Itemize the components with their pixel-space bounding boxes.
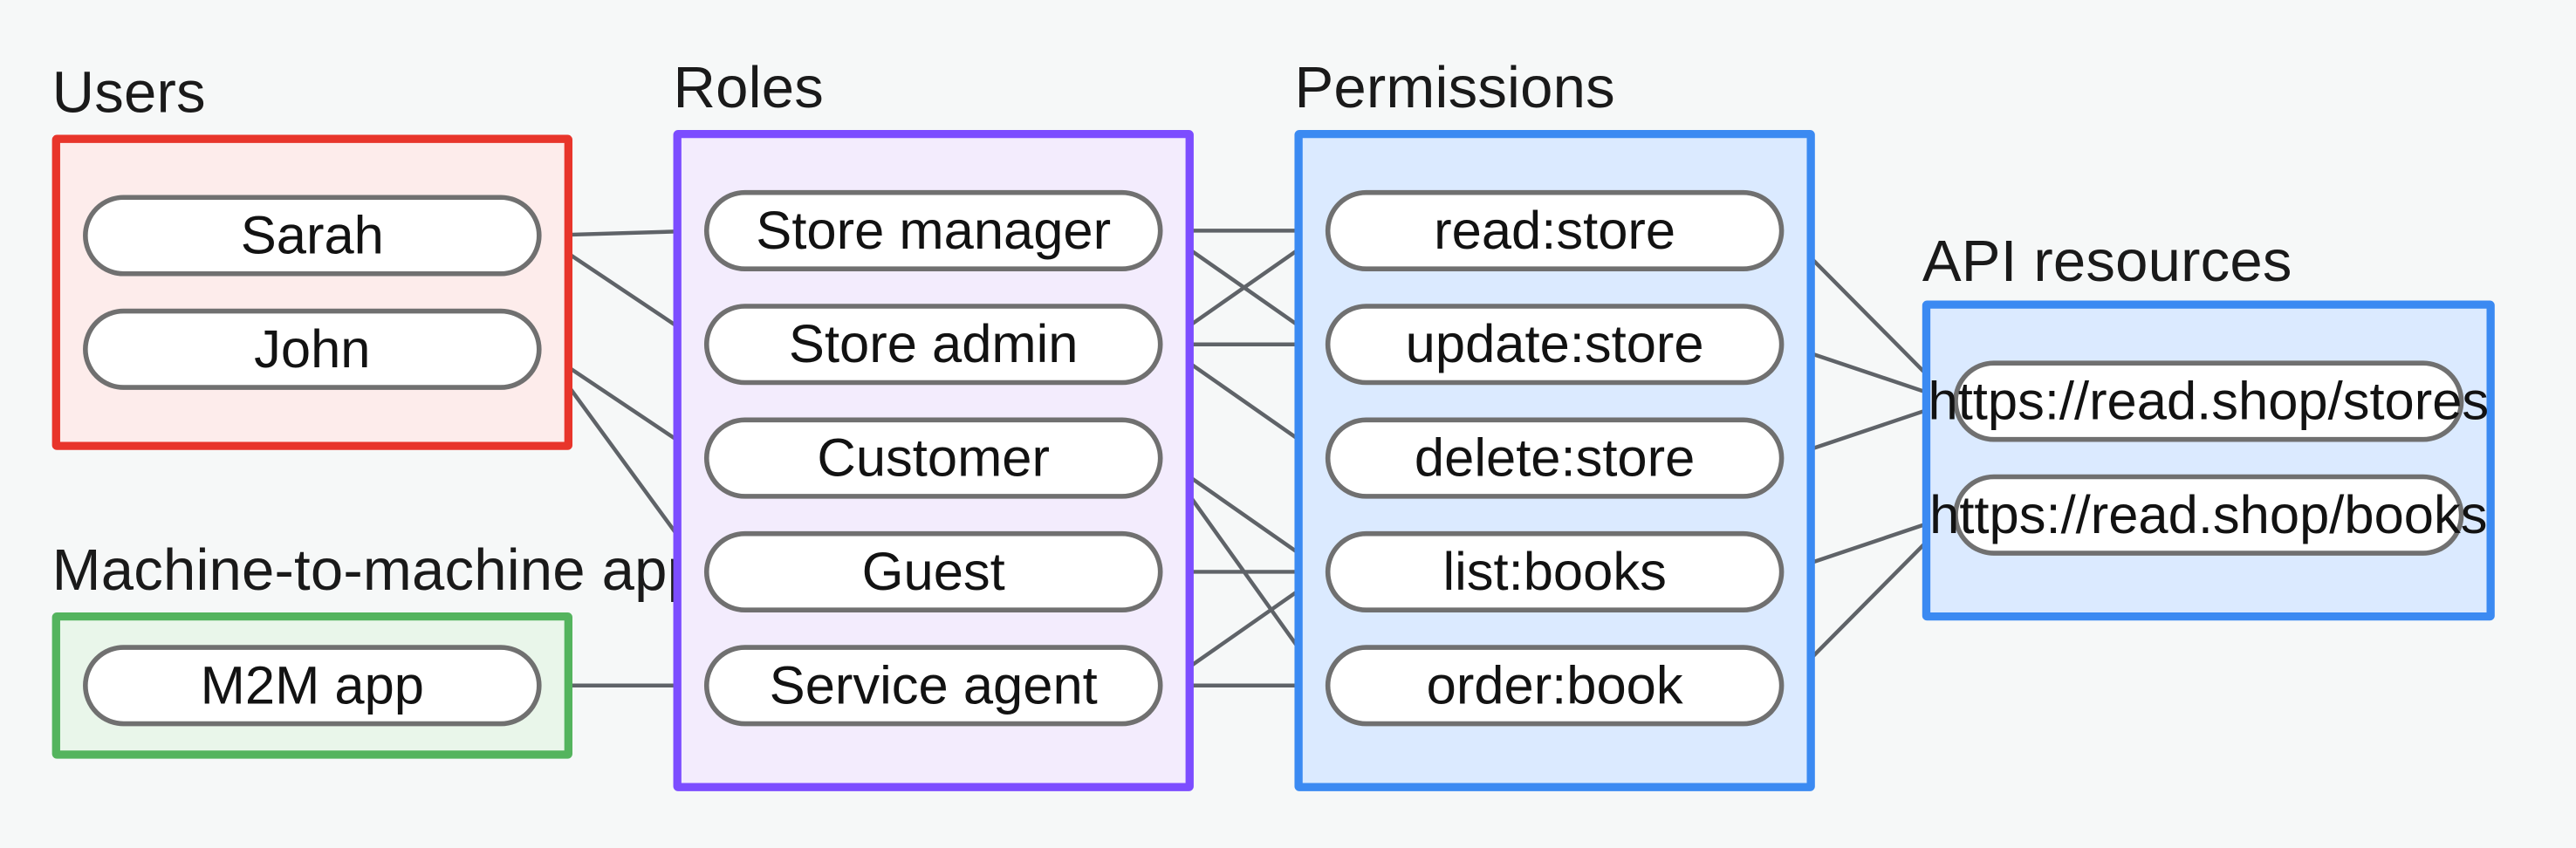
node-label: Store manager xyxy=(756,200,1112,260)
node-store_manager[interactable]: Store manager xyxy=(703,189,1163,271)
group-title-m2m: Machine-to-machine apps xyxy=(51,536,730,603)
node-label: Sarah xyxy=(240,204,384,265)
node-label: https://read.shop/books xyxy=(1929,483,2488,544)
node-res_stores[interactable]: https://read.shop/stores xyxy=(1928,360,2489,442)
node-label: https://read.shop/stores xyxy=(1928,370,2490,431)
node-label: list:books xyxy=(1442,541,1667,601)
node-label: update:store xyxy=(1405,313,1704,374)
group-title-permissions: Permissions xyxy=(1294,53,1615,120)
group-title-api_resources: API resources xyxy=(1922,227,2292,295)
node-update_store[interactable]: update:store xyxy=(1325,304,1785,386)
node-customer[interactable]: Customer xyxy=(703,417,1163,499)
group-title-roles: Roles xyxy=(673,53,825,120)
node-label: Guest xyxy=(861,541,1005,601)
node-delete_store[interactable]: delete:store xyxy=(1325,417,1785,499)
group-box-users xyxy=(51,134,573,450)
node-john[interactable]: John xyxy=(83,308,542,390)
group-title-users: Users xyxy=(51,58,206,126)
node-service_agent[interactable]: Service agent xyxy=(703,645,1163,727)
node-res_books[interactable]: https://read.shop/books xyxy=(1929,474,2487,556)
node-read_store[interactable]: read:store xyxy=(1325,189,1785,271)
node-guest[interactable]: Guest xyxy=(703,530,1163,612)
node-sarah[interactable]: Sarah xyxy=(83,195,542,277)
node-list_books[interactable]: list:books xyxy=(1325,530,1785,612)
node-label: Store admin xyxy=(788,313,1079,374)
node-label: Customer xyxy=(817,427,1051,488)
node-label: delete:store xyxy=(1414,427,1696,488)
group-box-api_resources xyxy=(1922,300,2495,621)
node-label: read:store xyxy=(1434,200,1676,260)
node-label: John xyxy=(254,318,371,379)
node-label: Service agent xyxy=(769,654,1098,715)
node-order_book[interactable]: order:book xyxy=(1325,645,1785,727)
node-m2m_app[interactable]: M2M app xyxy=(83,645,542,727)
node-label: order:book xyxy=(1426,654,1683,715)
node-store_admin[interactable]: Store admin xyxy=(703,304,1163,386)
node-label: M2M app xyxy=(200,654,425,715)
